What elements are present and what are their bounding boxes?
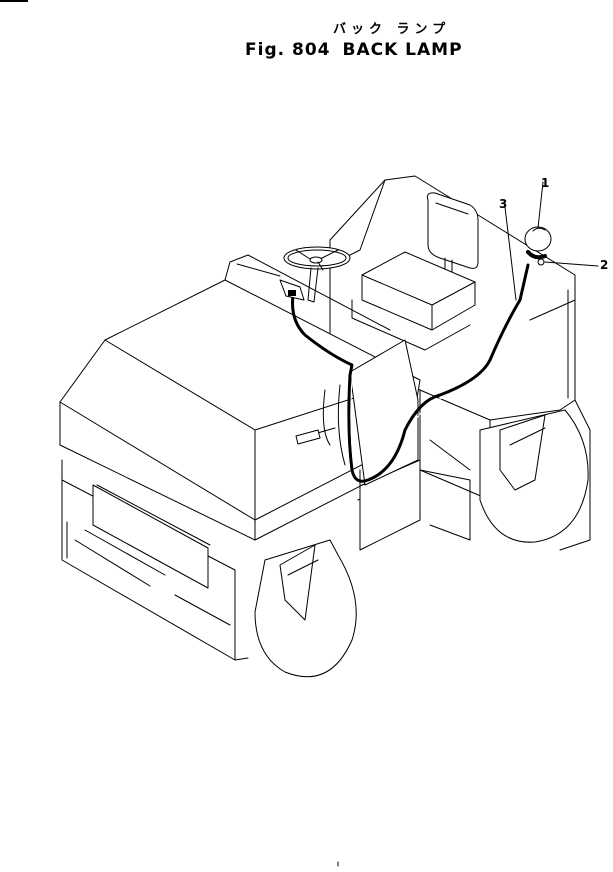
center-frame (359, 439, 471, 551)
callout-2: 2 (600, 258, 609, 272)
corner-registration-mark (0, 0, 28, 2)
figure-title: Fig. 804 BACK LAMP (245, 40, 475, 60)
rear-roller (479, 409, 589, 543)
leader-lines (504, 181, 599, 301)
callout-3: 3 (499, 197, 508, 211)
front-roller (254, 469, 421, 678)
back-lamp (524, 226, 552, 266)
front-frame (61, 459, 249, 661)
wiring-harness (291, 263, 530, 483)
figure-number: Fig. 804 (245, 40, 331, 60)
callout-1: 1 (541, 176, 550, 190)
figure-name: BACK LAMP (342, 40, 463, 60)
side-panel (295, 339, 419, 486)
seat-back (426, 192, 479, 275)
figure-title-japanese: バック ランプ (333, 22, 451, 37)
steering-wheel (283, 246, 351, 303)
seat-cushion (351, 251, 476, 351)
back-lamp-switch (279, 279, 305, 301)
